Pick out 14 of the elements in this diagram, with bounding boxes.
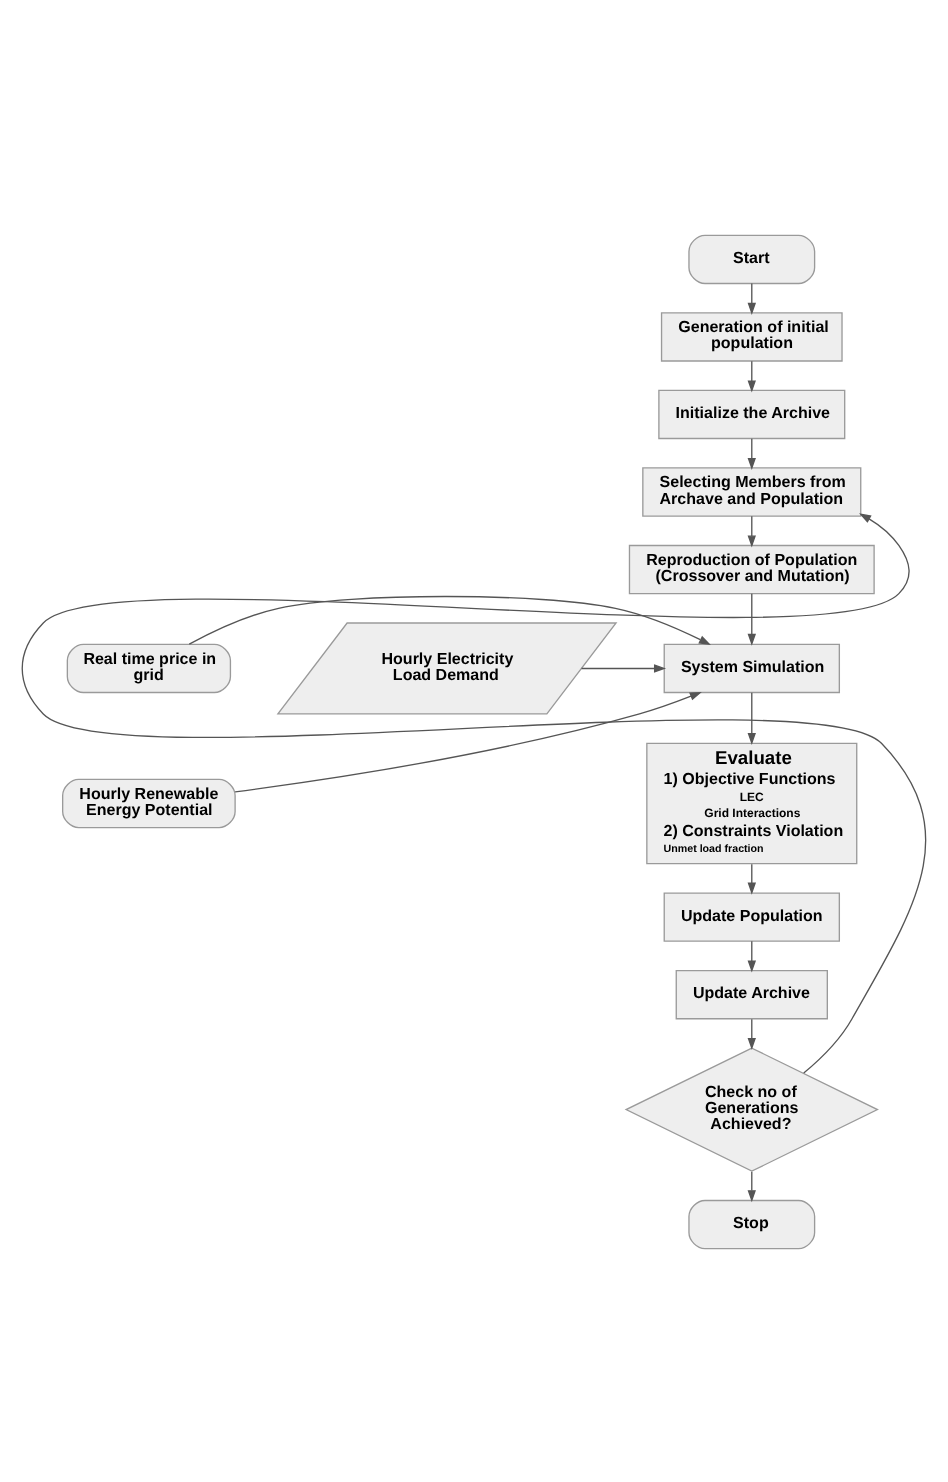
- arrow: [747, 1017, 756, 1049]
- arrow: [747, 437, 756, 469]
- arrow: [747, 514, 756, 547]
- arrow: [21, 512, 926, 1073]
- arrow: [747, 281, 756, 314]
- arrow: [188, 594, 711, 645]
- arrow: [580, 663, 667, 672]
- arrow: [747, 1170, 756, 1202]
- arrow: [234, 690, 702, 792]
- arrow: [747, 939, 756, 972]
- arrow: [747, 592, 756, 645]
- arrow: [747, 862, 756, 894]
- arrow: [747, 359, 756, 392]
- arrow: [747, 691, 756, 744]
